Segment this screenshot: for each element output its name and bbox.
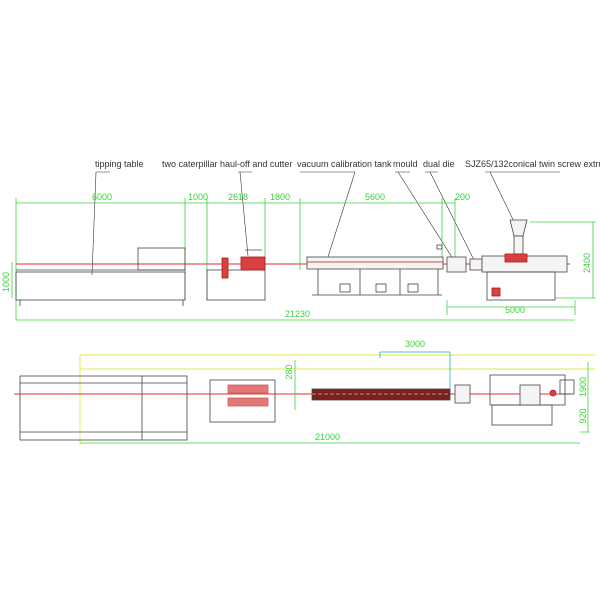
leader-lines [91,171,560,276]
dim-table-height: 1000 [1,272,11,292]
side-view: tipping table two caterpillar haul-off a… [1,159,600,321]
extruder-top [489,374,575,426]
dim-total-length: 21230 [285,309,310,319]
dim-extruder-length: 5000 [505,305,525,315]
dimension-total-top: 21000 [80,432,580,444]
label-extruder: SJZ65/132conical twin screw extruder [465,159,600,169]
dim-extruder-height: 2400 [582,253,592,273]
vacuum-calibration-tank [306,244,444,296]
dimension-chain-top: 6000 1000 2618 1800 5600 200 [15,192,470,320]
dim-total-length-top: 21000 [315,432,340,442]
dim-offset: 3000 [405,339,425,349]
dim-width: 280 [284,364,294,379]
label-tipping-table: tipping table [95,159,144,169]
dimension-total: 21230 1000 [1,262,575,321]
label-vacuum-tank: vacuum calibration tank [297,159,392,169]
dim-gap2: 1800 [270,192,290,202]
label-dual-die: dual die [423,159,455,169]
dimension-width: 280 [284,360,296,410]
tipping-table-top [19,375,188,441]
mould-top [454,384,471,404]
dimension-extruder: 2400 5000 [446,221,596,315]
dim-extruder-width-1: 1900 [578,377,588,397]
haul-off-cutter [206,249,266,301]
dual-die [469,258,483,271]
dim-tipping-table: 6000 [92,192,112,202]
mould [446,256,467,273]
dim-die-gap: 200 [455,192,470,202]
dim-gap: 1000 [188,192,208,202]
dim-extruder-width-2: 920 [578,408,588,423]
label-haul-off: two caterpillar haul-off and cutter [162,159,292,169]
label-mould: mould [393,159,418,169]
dimension-extruder-width: 1900 920 [578,362,590,433]
twin-screw-extruder [481,219,568,301]
dim-haul-off: 2618 [228,192,248,202]
tipping-table [15,247,186,306]
vacuum-tank-top [311,388,451,401]
dim-tank: 5600 [365,192,385,202]
top-view: 3000 280 1900 [14,339,595,445]
haul-off-top [209,379,276,423]
dimension-offset: 3000 [379,339,451,395]
